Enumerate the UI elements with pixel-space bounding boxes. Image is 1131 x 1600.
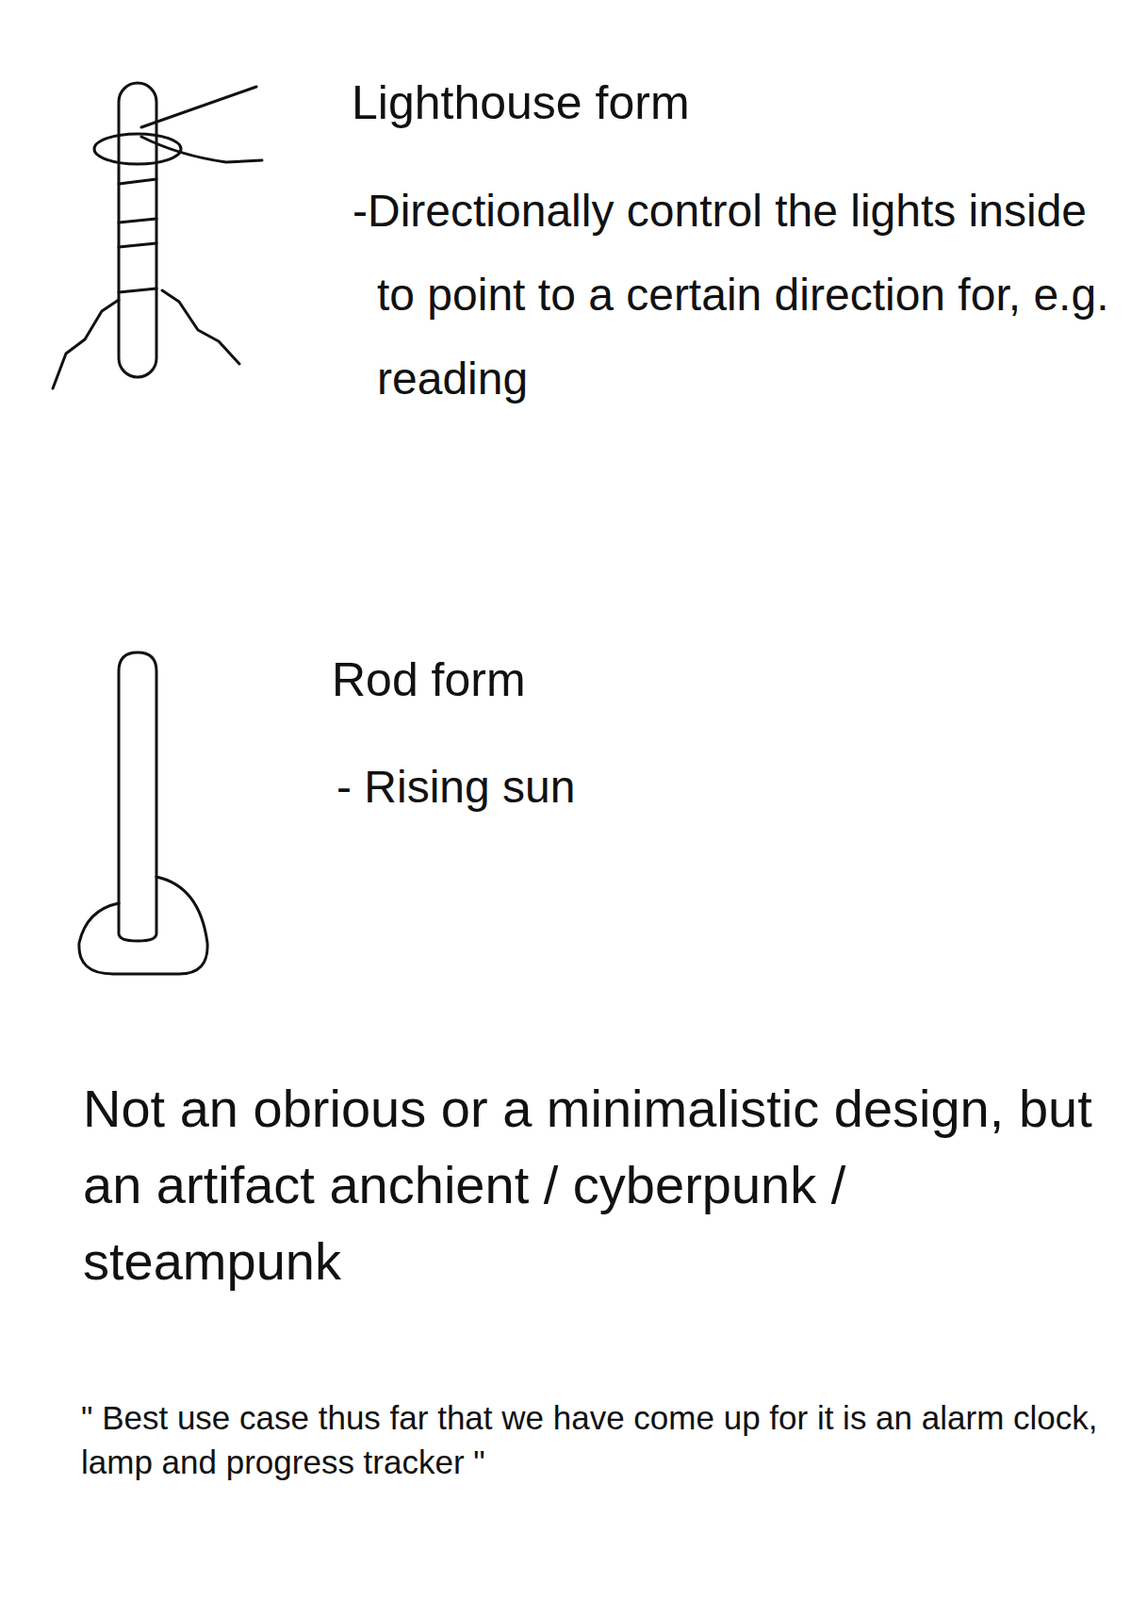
lighthouse-sketch <box>52 82 263 389</box>
note-text: - Rising sun <box>336 758 902 816</box>
quote-note: " Best use case thus far that we have co… <box>81 1394 1109 1485</box>
rod-sketch <box>79 652 208 974</box>
note-text: -Directionally control the lights inside… <box>377 169 1113 421</box>
section-heading: Rod form <box>331 650 898 710</box>
section-heading: Lighthouse form <box>351 73 1068 133</box>
design-note: Not an obrious or a minimalistic design,… <box>82 1069 1111 1300</box>
